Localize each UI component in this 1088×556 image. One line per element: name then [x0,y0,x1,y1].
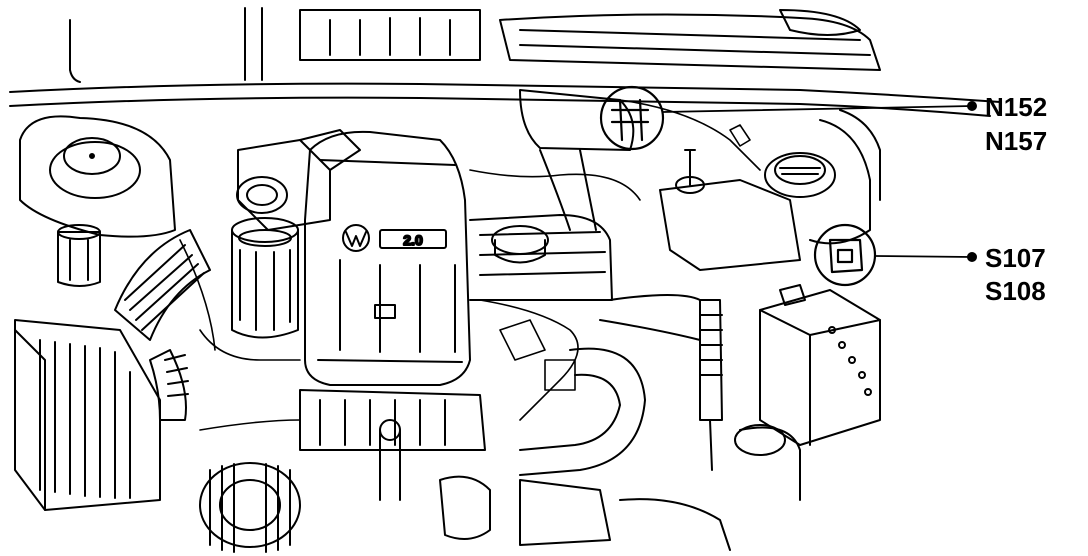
label-s107: S107 [985,243,1046,273]
callout-label-1: N152 N157 [985,92,1047,156]
oil-filter [231,217,299,339]
brake-reservoir-cap [764,152,836,198]
intake-manifold [469,89,635,301]
label-n157: N157 [985,126,1047,156]
alternator [199,462,301,553]
leader-line-1 [662,105,973,113]
leader-dot-2 [967,252,977,262]
wiring-harness [179,99,761,431]
callout-label-2: S107 S108 [985,243,1046,306]
coolant-hose [519,347,646,476]
valve-cover [304,130,471,386]
strut-tower-right [809,109,881,245]
callout-circle-1 [599,85,665,151]
air-intake-hose [114,229,211,421]
battery [759,284,881,446]
air-filter-box [14,319,161,511]
strut-tower-left [19,115,176,238]
label-s108: S108 [985,276,1046,306]
callout-circle-2 [813,223,877,287]
washer-reservoir [57,224,101,287]
label-n152: N152 [985,92,1047,122]
ignition-wires [599,294,723,471]
leader-dot-1 [967,101,977,111]
cowl-panel [9,7,1001,117]
throttle-housing [236,129,361,231]
leader-line-2 [874,255,973,258]
oil-filler-cap [491,225,549,264]
engine-size-badge: 2.0 [403,232,423,248]
lower-engine [299,389,801,551]
coolant-tank [659,149,801,271]
